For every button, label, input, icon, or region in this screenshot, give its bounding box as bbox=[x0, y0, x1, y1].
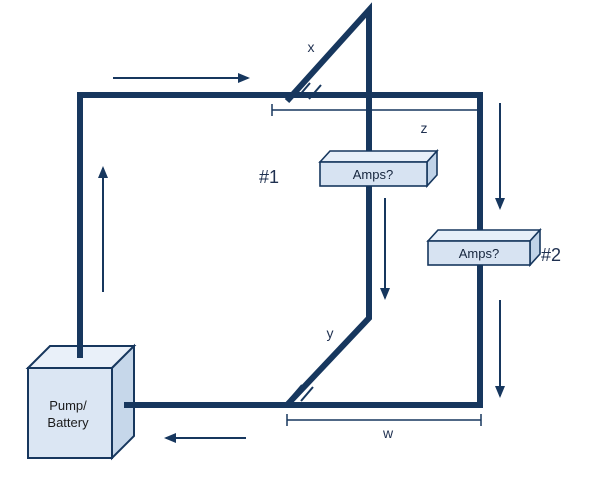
pump-label-line1: Pump/ bbox=[49, 398, 87, 413]
label-x: x bbox=[308, 39, 315, 55]
wire-main-loop bbox=[77, 92, 483, 408]
label-w: w bbox=[382, 425, 394, 441]
wire-middle-branch bbox=[283, 2, 372, 409]
pump-label-line2: Battery bbox=[47, 415, 89, 430]
ammeter-2-tag: #2 bbox=[541, 245, 561, 265]
label-z: z bbox=[421, 120, 428, 136]
ammeter-1-box: Amps? bbox=[318, 148, 439, 189]
ammeter-2-top-face bbox=[426, 229, 542, 242]
ammeter-1-front-face bbox=[319, 161, 428, 187]
ammeter-2-text: Amps? bbox=[459, 246, 499, 261]
ammeter-1-top-face bbox=[318, 150, 439, 163]
dimension-line-z bbox=[271, 104, 482, 116]
crossover-marks-bottom bbox=[289, 384, 314, 402]
pump-box-front-face bbox=[27, 367, 113, 459]
dimension-line-w bbox=[286, 414, 482, 426]
ammeter-1-tag: #1 bbox=[259, 167, 279, 187]
label-y: y bbox=[327, 325, 334, 341]
ammeter-1-text: Amps? bbox=[353, 167, 393, 182]
ammeter-2-front-face bbox=[427, 240, 531, 266]
ammeter-2-box: Amps? bbox=[426, 227, 542, 268]
pump-battery-box: Pump/ Battery bbox=[25, 343, 137, 461]
crossover-marks-top bbox=[297, 82, 322, 100]
